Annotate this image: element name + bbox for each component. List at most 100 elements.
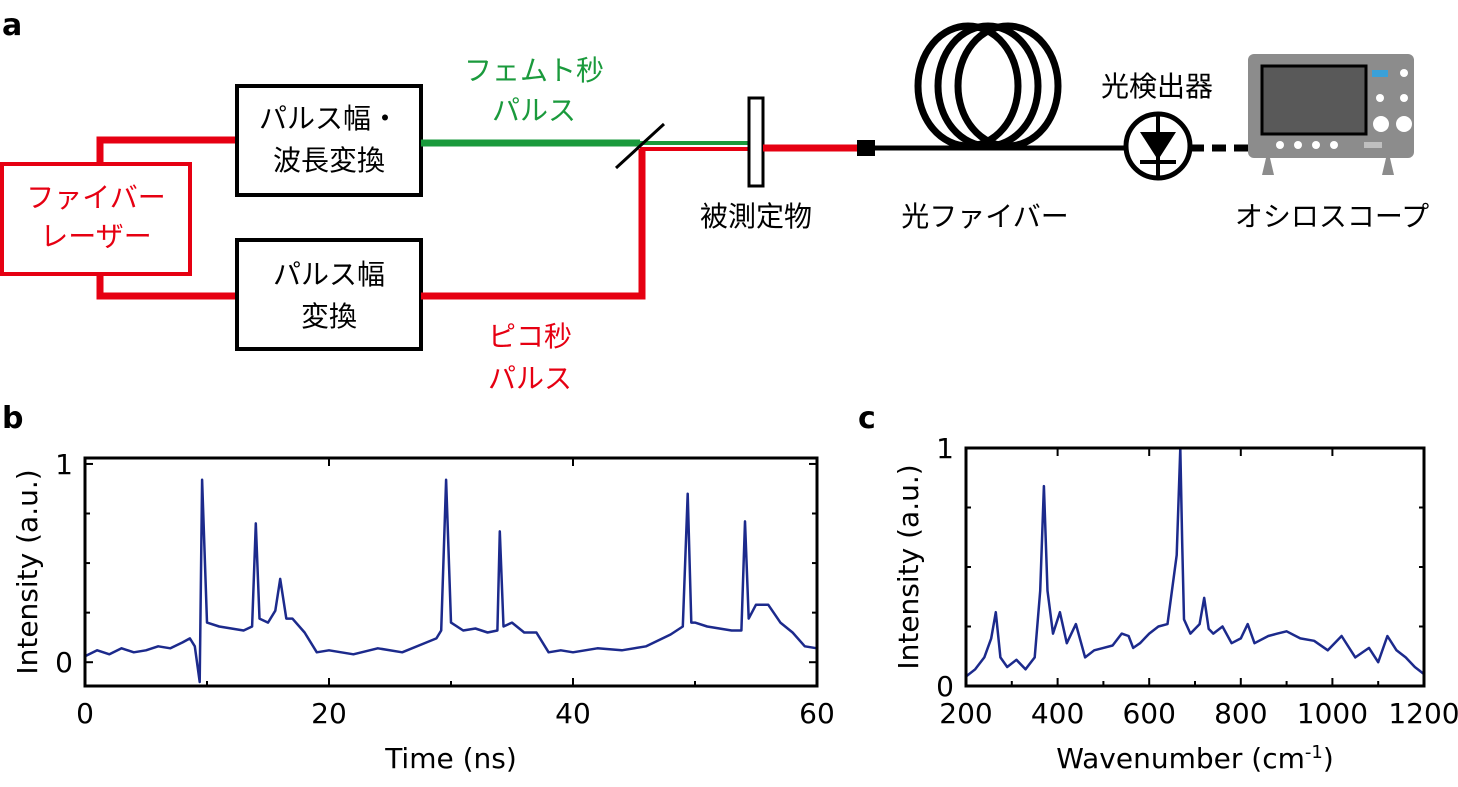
y-tick-label: 0 [55, 646, 73, 679]
data-point [316, 651, 318, 654]
data-point [462, 629, 465, 632]
data-point [1377, 661, 1379, 663]
detector-label: 光検出器 [1101, 70, 1213, 103]
data-point [1240, 637, 1242, 640]
data-point [1327, 649, 1329, 652]
data-point [189, 637, 191, 640]
dichroic-mirror [614, 122, 666, 170]
data-point [258, 617, 261, 620]
data-point [198, 681, 201, 683]
data-point [779, 621, 782, 624]
data-point [1033, 656, 1036, 659]
data-point [1183, 618, 1185, 621]
panel-label-b: b [2, 401, 23, 436]
data-point [242, 629, 245, 632]
data-point [1230, 642, 1233, 644]
fs-label-1: フェムト秒 [464, 54, 604, 87]
data-point [1276, 632, 1279, 635]
data-point [755, 603, 757, 606]
data-point [791, 631, 794, 634]
data-point [251, 625, 253, 628]
data-point [694, 621, 696, 624]
data-point [1414, 666, 1416, 668]
data-point [279, 578, 282, 580]
panel-label-a: a [2, 8, 22, 43]
data-point [523, 631, 525, 634]
data-point [990, 637, 992, 640]
data-point [502, 625, 505, 628]
data-point [157, 645, 159, 648]
data-point [450, 621, 452, 624]
photodiode-icon [1123, 111, 1193, 181]
data-point [686, 492, 689, 495]
data-point [1175, 554, 1178, 556]
series-line [965, 446, 1425, 678]
data-point [1253, 642, 1256, 644]
data-point [1024, 668, 1027, 671]
panel-label-c: c [858, 401, 876, 436]
data-point [1207, 628, 1210, 630]
data-point [1075, 623, 1077, 625]
x-tick-label: 1000 [1297, 697, 1368, 730]
picosecond-beam [421, 149, 646, 300]
data-point [108, 653, 111, 656]
data-point [1246, 623, 1249, 625]
y-axis-label: Intensity (a.u.) [11, 469, 44, 674]
data-point [1111, 644, 1114, 647]
x-tick-label: 200 [939, 697, 992, 730]
data-point [445, 479, 447, 481]
data-point [1039, 590, 1041, 592]
data-point [1221, 625, 1224, 628]
x-tick-label: 800 [1214, 697, 1267, 730]
data-point [1212, 632, 1215, 635]
data-point [1267, 635, 1270, 637]
data-point [230, 627, 233, 630]
data-point [201, 479, 203, 481]
y-tick-label: 0 [936, 670, 954, 703]
data-point [255, 522, 257, 525]
x-axis-label-superscript: -1 [1305, 742, 1323, 763]
data-point [621, 649, 623, 652]
x-tick-label: 1200 [1388, 697, 1458, 730]
x-tick-label: 0 [76, 697, 94, 730]
data-point [535, 631, 538, 634]
data-point [145, 649, 147, 652]
data-point [1052, 632, 1054, 635]
pulse-width-wavelength-box [235, 84, 423, 197]
data-point [740, 629, 743, 632]
data-point [983, 656, 986, 659]
data-point [206, 621, 208, 624]
x-tick-label: 40 [555, 697, 591, 730]
data-point [285, 617, 288, 620]
data-point [435, 637, 438, 640]
x-tick-label: 20 [311, 697, 347, 730]
data-point [1299, 637, 1302, 640]
box-top-label-2: 波長変換 [273, 144, 385, 177]
y-axis-label: Intensity (a.u.) [892, 464, 925, 669]
data-point [596, 647, 599, 650]
data-point [1157, 625, 1160, 628]
data-point [267, 621, 269, 624]
data-point [425, 641, 428, 644]
data-point [1046, 590, 1049, 592]
sample-label: 被測定物 [700, 200, 812, 233]
data-point [1059, 611, 1061, 614]
data-point [804, 645, 806, 648]
data-point [1127, 635, 1130, 637]
data-point [1368, 647, 1370, 649]
data-point [291, 617, 294, 620]
fiber-laser-label-1: ファイバー [26, 181, 165, 214]
data-point [744, 520, 746, 523]
data-point [1181, 542, 1183, 544]
data-point [767, 603, 769, 606]
data-point [645, 645, 647, 648]
data-point [1285, 630, 1288, 633]
x-tick-label: 400 [1031, 697, 1084, 730]
fiber-coil [914, 22, 1062, 150]
data-point [999, 656, 1002, 659]
data-point [1093, 649, 1096, 652]
box-bottom-label-2: 変換 [301, 300, 357, 333]
